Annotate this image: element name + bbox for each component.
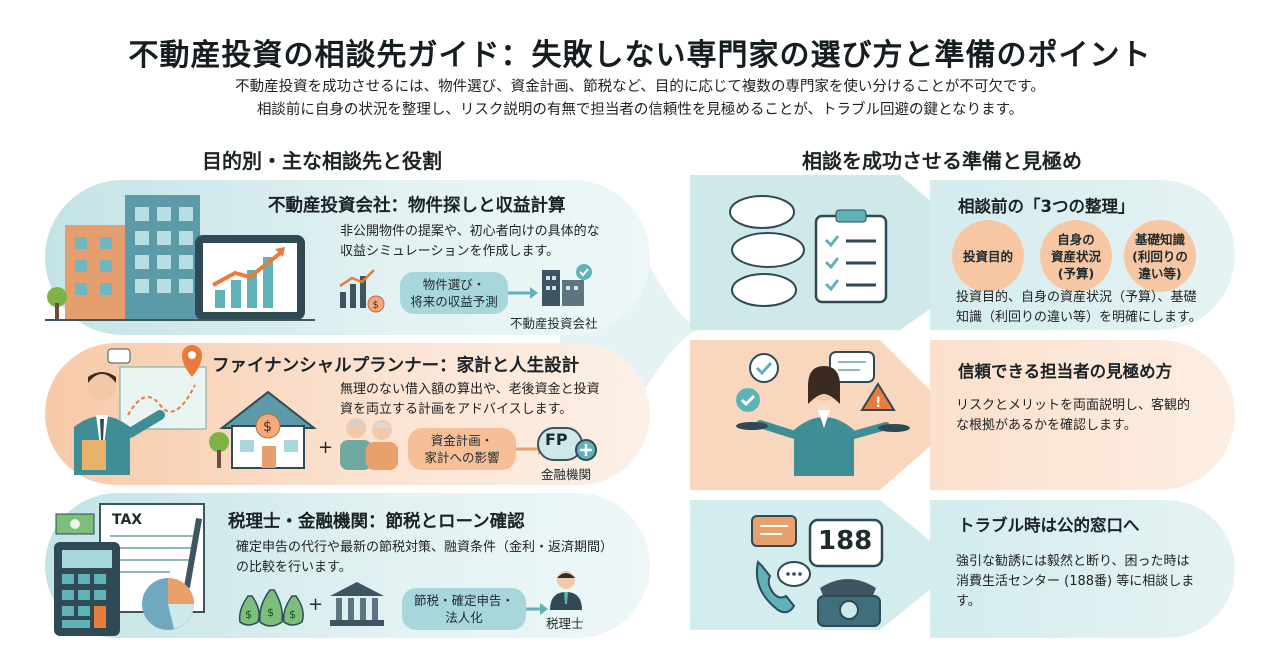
end-label: 不動産投資会社 [510, 316, 598, 331]
card-public-consultation [930, 500, 1235, 638]
plus-sign: + [318, 437, 334, 458]
subtitle-line-1: 不動産投資を成功させるには、物件選び、資金計画、節税など、目的に応じて複数の専門… [235, 79, 1045, 95]
flow-line: 節税・確定申告・ [413, 593, 514, 608]
flow-label: 資金計画・家計への影響 [408, 428, 516, 470]
desc-line: 強引な勧誘には毅然と断り、困った時は [956, 554, 1190, 569]
desc-line: の比較を行います。 [236, 560, 352, 575]
elderly-couple-icon [340, 418, 398, 470]
hotline-number: 188 [818, 526, 873, 556]
flow-label: 物件選び・将来の収益予測 [400, 272, 508, 314]
flow-line: 法人化 [445, 610, 483, 625]
circle-line: 違い等) [1138, 265, 1182, 281]
thought-bubbles-icon [729, 195, 805, 307]
svg-text:$: $ [263, 419, 272, 435]
desc-line: 消費生活センター (188番) 等に相談しま [956, 574, 1195, 589]
flow-line: 将来の収益予測 [410, 294, 498, 309]
desc-line: 確定申告の代行や最新の節税対策、融資条件（金利・返済期間） [236, 540, 614, 555]
plus-sign: + [308, 594, 324, 615]
circle-line: (予算) [1057, 265, 1095, 281]
circle-asset-status: 自身の資産状況(予算) [1040, 220, 1112, 292]
fp-badge-icon [537, 427, 597, 461]
card-title: 不動産投資会社：物件探しと収益計算 [268, 196, 566, 216]
circle-line: 基礎知識 [1134, 231, 1185, 247]
circle-line: 自身の [1057, 231, 1095, 247]
chart-money-icon: $ [339, 269, 385, 313]
fp-badge-text: FP [545, 430, 568, 449]
svg-text:!: ! [875, 395, 881, 411]
card-description: リスクとメリットを両面説明し、客観的 な根拠があるかを確認します。 [956, 396, 1190, 436]
desc-line: 知識（利回りの違い等）を明確にします。 [956, 310, 1202, 325]
card-title: 税理士・金融機関：節税とローン確認 [228, 512, 525, 532]
desc-line: リスクとメリットを両面説明し、客観的 [956, 398, 1191, 413]
card-description: 強引な勧誘には毅然と断り、困った時は 消費生活センター (188番) 等に相談し… [956, 552, 1194, 612]
card-description: 無理のない借入額の算出や、老後資金と投資 資を両立する計画をアドバイスします。 [340, 380, 600, 420]
page-title: 不動産投資の相談先ガイド：失敗しない専門家の選び方と準備のポイント [128, 38, 1152, 73]
flow-line: 家計への影響 [424, 450, 500, 465]
card-description: 確定申告の代行や最新の節税対策、融資条件（金利・返済期間） の比較を行います。 [236, 538, 613, 578]
agent-balancing-illustration: ! [736, 351, 910, 476]
right-section-heading: 相談を成功させる準備と見極め [802, 149, 1082, 173]
card-title: 信頼できる担当者の見極め方 [958, 362, 1173, 381]
flow-line: 資金計画・ [430, 433, 494, 448]
tree-icon [209, 432, 229, 468]
tax-form-label: TAX [112, 512, 143, 528]
desc-line: な根拠があるかを確認します。 [956, 418, 1137, 433]
svg-text:$: $ [373, 300, 379, 311]
desc-line: 収益シミュレーションを作成します。 [340, 244, 560, 259]
planner-person-illustration [74, 345, 207, 475]
desc-line: 非公開物件の提案や、初心者向けの具体的な [340, 224, 600, 239]
desc-line: す。 [956, 594, 981, 609]
desc-line: 資を両立する計画をアドバイスします。 [340, 402, 573, 417]
arrow-icon [508, 287, 538, 299]
card-description: 投資目的、自身の資産状況（予算）、基礎 知識（利回りの違い等）を明確にします。 [956, 288, 1202, 328]
money-bags-icon: $ $ $ [238, 589, 304, 627]
page-subtitle: 不動産投資を成功させるには、物件選び、資金計画、節税など、目的に応じて複数の専門… [0, 76, 1280, 122]
subtitle-line-2: 相談前に自身の状況を整理し、リスク説明の有無で担当者の信頼性を見極めることが、ト… [256, 102, 1024, 118]
circle-line: 投資目的 [962, 248, 1013, 264]
circle-basic-knowledge: 基礎知識(利回りの違い等) [1124, 220, 1196, 292]
accountant-person-icon [550, 571, 582, 610]
flow-line: 物件選び・ [422, 277, 486, 292]
phone-consultation-illustration [751, 515, 884, 627]
svg-text:$: $ [267, 606, 274, 619]
card-title: トラブル時は公的窓口へ [958, 516, 1140, 535]
end-label: 金融機関 [541, 467, 592, 482]
svg-text:$: $ [289, 608, 296, 621]
circle-investment-purpose: 投資目的 [952, 220, 1024, 292]
arrow-icon [526, 603, 548, 615]
desc-line: 投資目的、自身の資産状況（予算）、基礎 [956, 290, 1197, 305]
flow-label: 節税・確定申告・法人化 [402, 588, 526, 630]
card-trustworthy-agent [930, 340, 1235, 490]
tax-calculator-illustration [54, 503, 205, 636]
card-description: 非公開物件の提案や、初心者向けの具体的な 収益シミュレーションを作成します。 [340, 222, 600, 262]
house-dollar-icon: $ [219, 390, 317, 469]
end-label: 税理士 [546, 616, 584, 631]
circle-line: (利回りの [1132, 248, 1188, 264]
left-section-heading: 目的別・主な相談先と役割 [202, 149, 442, 173]
desc-line: 無理のない借入額の算出や、老後資金と投資 [340, 382, 600, 397]
bank-icon [330, 582, 384, 626]
card-title: ファイナンシャルプランナー：家計と人生設計 [212, 356, 580, 376]
company-building-icon [542, 264, 592, 306]
card-title: 相談前の「3つの整理」 [958, 197, 1135, 216]
svg-text:$: $ [245, 608, 252, 621]
building-illustration [45, 195, 315, 321]
clipboard-checklist-icon [814, 209, 888, 304]
circle-line: 資産状況 [1050, 248, 1101, 264]
